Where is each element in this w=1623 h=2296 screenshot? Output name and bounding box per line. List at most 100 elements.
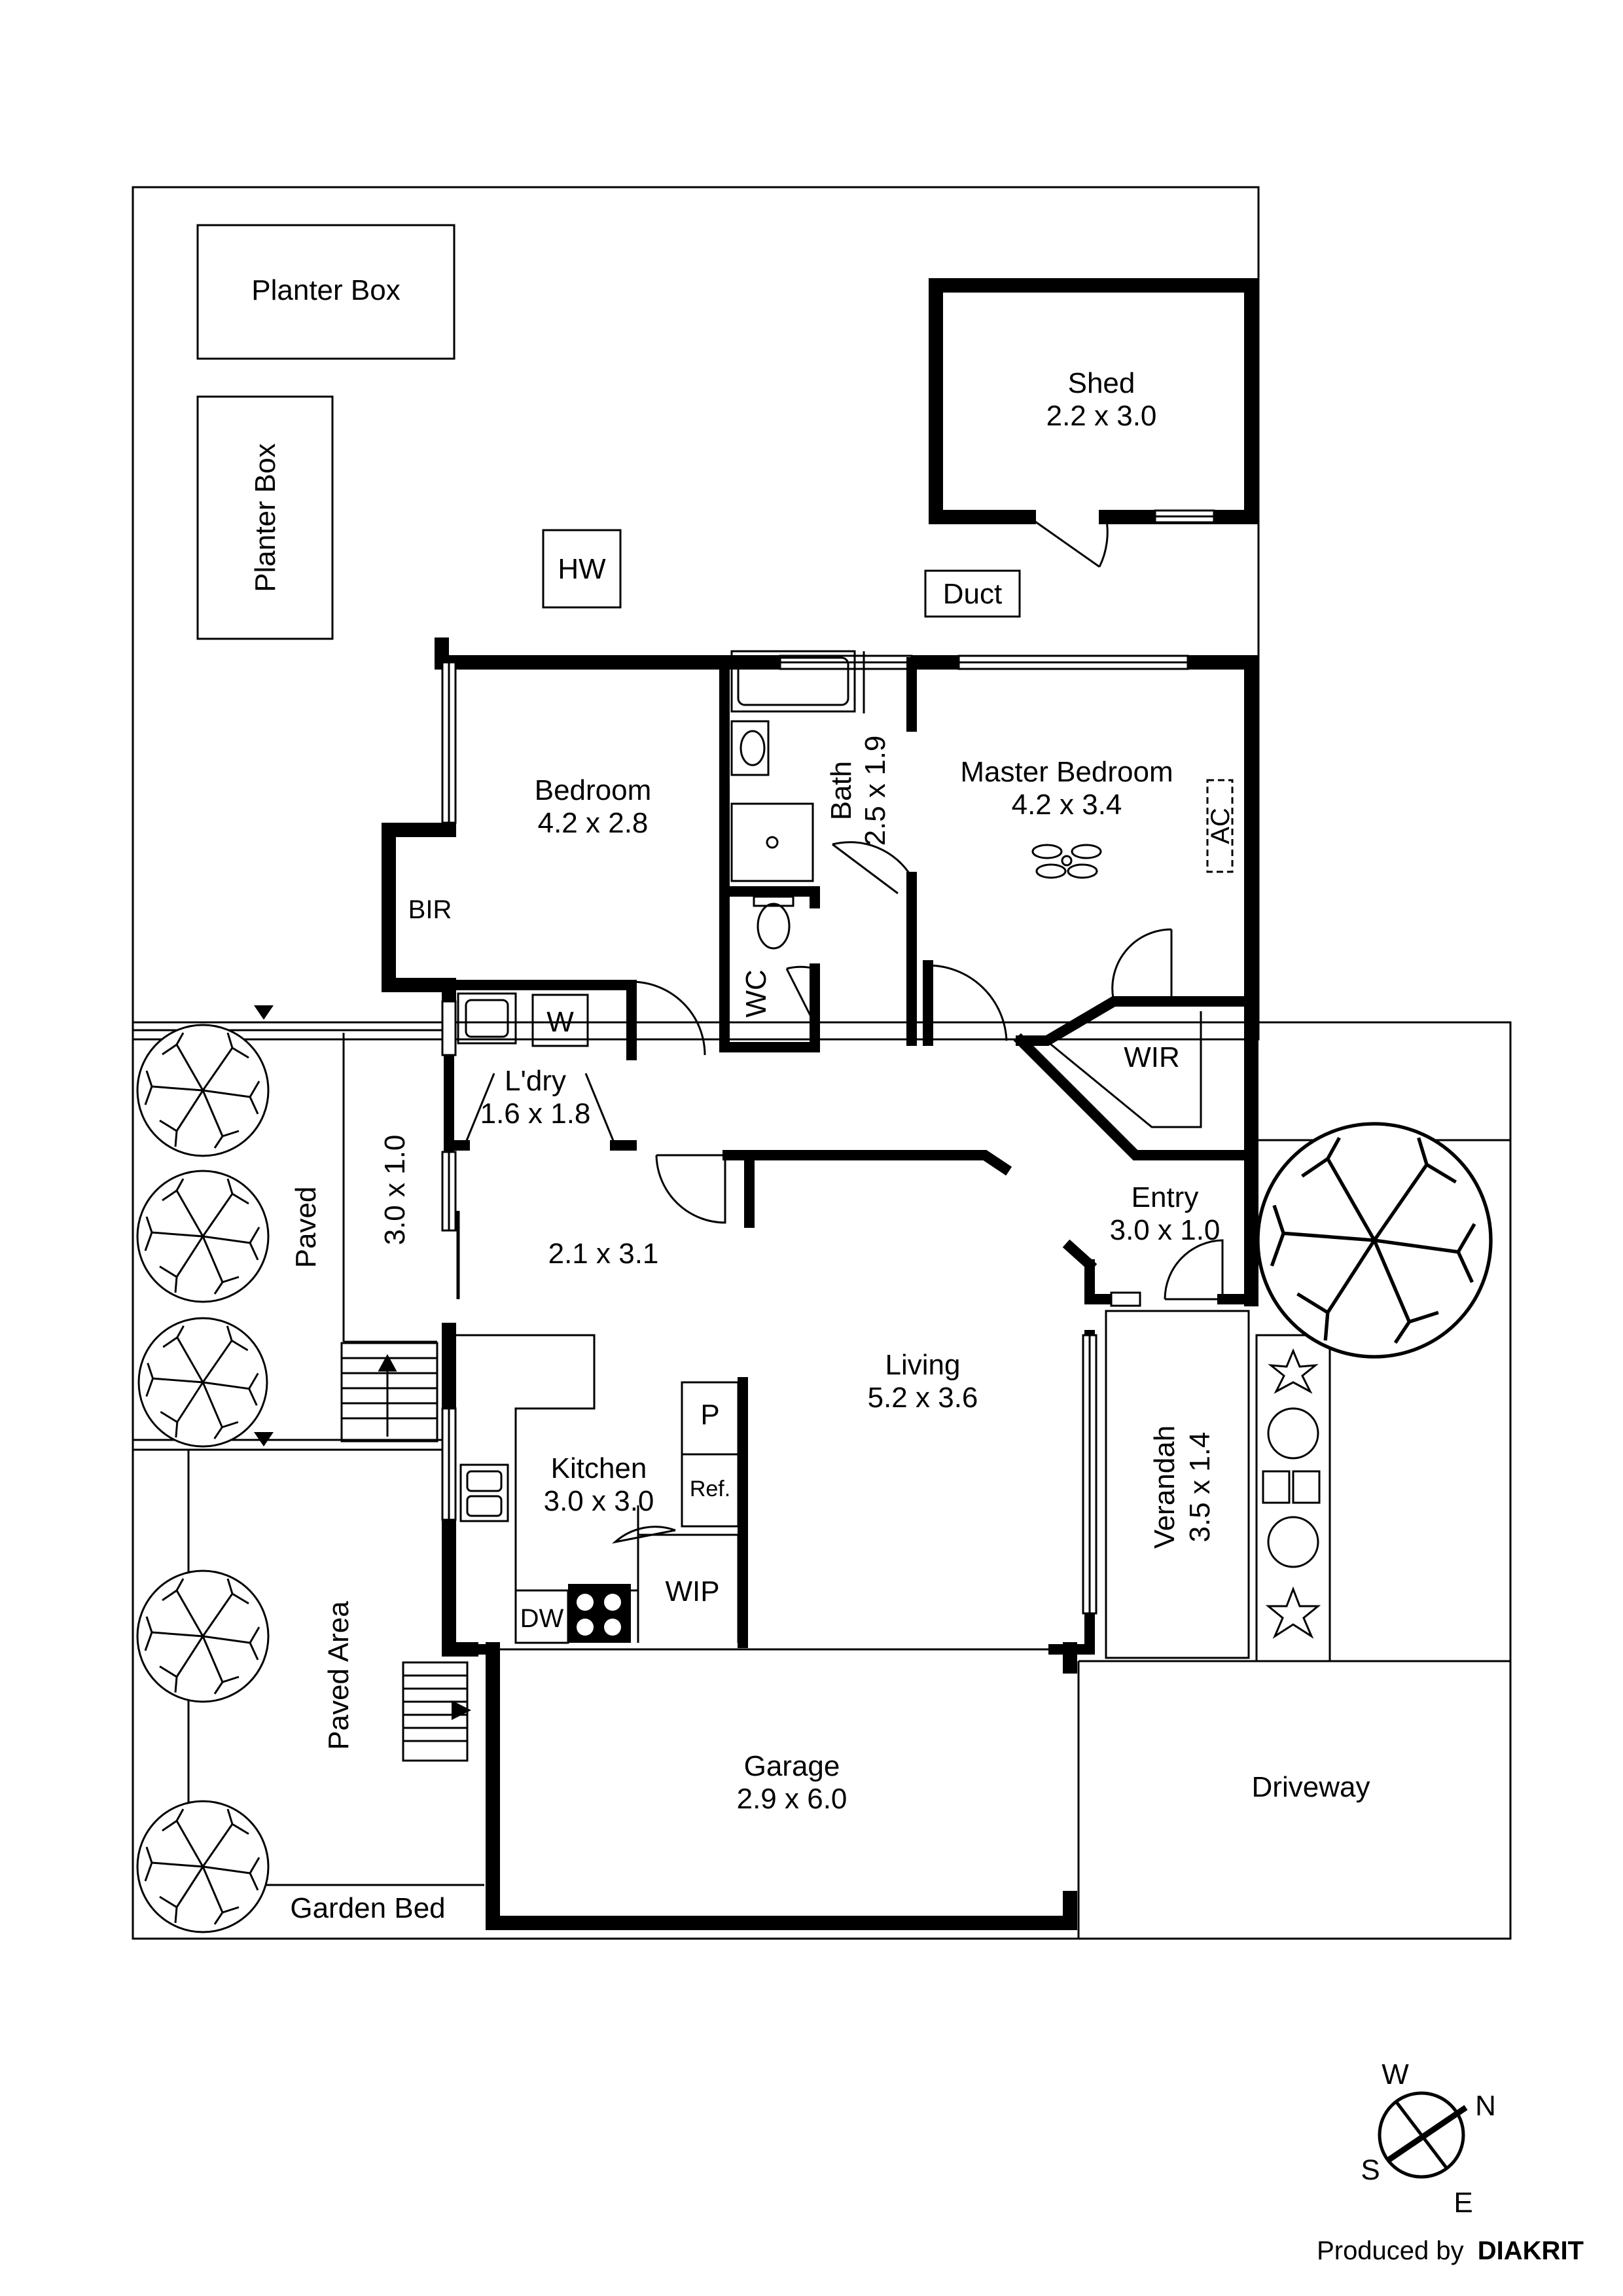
tree-1 xyxy=(136,1024,270,1157)
pantry-label: P xyxy=(700,1399,719,1431)
garage-side-steps-treads xyxy=(403,1674,467,1742)
master-bedroom-name: Master Bedroom xyxy=(960,756,1173,788)
w-label: W xyxy=(546,1006,574,1038)
kitchen-name: Kitchen xyxy=(551,1452,647,1484)
door-wir xyxy=(1111,928,1173,1002)
hot-water-unit xyxy=(542,529,622,609)
master-wir-wall xyxy=(923,960,1257,1046)
kitchen-sink xyxy=(459,1463,509,1522)
planter-box-2-label: Planter Box xyxy=(249,443,281,592)
tree-5 xyxy=(136,1800,270,1933)
planter-box-1-label: Planter Box xyxy=(251,274,400,306)
hw-label: HW xyxy=(558,553,606,585)
kitchen-size: 3.0 x 3.0 xyxy=(544,1485,654,1517)
laundry-tub xyxy=(457,992,517,1045)
garage-entry-arrow xyxy=(452,1700,471,1720)
fridge-space xyxy=(681,1453,740,1528)
compass-s: S xyxy=(1361,2154,1380,2186)
side-path-outline xyxy=(342,1033,437,1343)
basin xyxy=(740,730,766,766)
credit-brand: DIAKRIT xyxy=(1478,2236,1584,2265)
dw-label: DW xyxy=(520,1604,564,1633)
bathtub-inner xyxy=(737,656,849,706)
verandah-plant-4 xyxy=(1265,1586,1321,1639)
driveway-label: Driveway xyxy=(1252,1771,1370,1803)
cooktop-burner-4 xyxy=(604,1619,621,1636)
duct xyxy=(924,569,1021,618)
kitchen-sink-bowl-2 xyxy=(466,1495,503,1517)
wir-inner xyxy=(1050,1011,1202,1128)
vanity xyxy=(730,720,770,776)
paved-label: Paved xyxy=(290,1187,322,1268)
side-stairs xyxy=(340,1342,438,1443)
wir-diagonal-wall xyxy=(1013,1033,1257,1160)
door-bath xyxy=(832,841,913,895)
verandah-plant-2 xyxy=(1267,1407,1319,1460)
window-left-laundry xyxy=(441,1000,457,1056)
verandah-outline xyxy=(1105,1310,1250,1659)
verandah-size: 3.5 x 1.4 xyxy=(1184,1432,1216,1543)
cooktop-burner-2 xyxy=(604,1594,621,1611)
door-bedroom xyxy=(630,980,706,1056)
verandah-pot-1 xyxy=(1262,1470,1291,1504)
door-entry xyxy=(1164,1239,1224,1300)
verandah-planter xyxy=(1255,1334,1331,1662)
cooktop-burner-3 xyxy=(577,1619,594,1636)
tree-3 xyxy=(137,1317,268,1448)
living-name: Living xyxy=(885,1349,961,1381)
shower xyxy=(730,802,814,882)
laundry-size: 1.6 x 1.8 xyxy=(480,1098,591,1130)
produced-by-credit: Produced by DIAKRIT xyxy=(1317,2236,1584,2265)
door-meals xyxy=(655,1154,726,1224)
laundry-tub-inner xyxy=(465,999,509,1038)
side-path-size: 3.0 x 1.0 xyxy=(379,1135,411,1246)
garden-bed-label: Garden Bed xyxy=(290,1892,445,1924)
verandah-plant-1 xyxy=(1268,1348,1319,1394)
cooktop xyxy=(568,1584,631,1643)
side-stairs-arrow xyxy=(378,1354,397,1437)
verandah-name: Verandah xyxy=(1149,1426,1181,1549)
laundry-name: L'dry xyxy=(505,1065,566,1097)
compass-e: E xyxy=(1454,2187,1472,2219)
entry-size: 3.0 x 1.0 xyxy=(1110,1214,1221,1246)
wc-label: WC xyxy=(740,969,772,1017)
door-wc xyxy=(785,965,816,1025)
bedroom-name: Bedroom xyxy=(535,774,652,806)
shed-size: 2.2 x 3.0 xyxy=(1046,400,1157,432)
living-size: 5.2 x 3.6 xyxy=(868,1382,978,1414)
tree-2 xyxy=(136,1170,270,1303)
wip-walls xyxy=(638,1534,740,1643)
planter-box-1 xyxy=(196,224,455,360)
compass-w: W xyxy=(1382,2058,1409,2090)
wip-label: WIP xyxy=(665,1575,719,1607)
ac-label: AC xyxy=(1206,808,1235,844)
living-partition xyxy=(722,1150,1012,1176)
bedroom-size: 4.2 x 2.8 xyxy=(538,807,649,839)
air-conditioner xyxy=(1206,779,1234,873)
paved-area-label: Paved Area xyxy=(323,1601,355,1750)
shower-drain xyxy=(766,836,779,849)
kitchen-sink-bowl-1 xyxy=(466,1470,503,1492)
garage-size: 2.9 x 6.0 xyxy=(737,1783,847,1815)
bathtub xyxy=(730,650,856,713)
master-bedroom-size: 4.2 x 3.4 xyxy=(1012,789,1122,821)
bath-wc-wall xyxy=(719,886,820,908)
fence-marker-top xyxy=(254,1005,274,1020)
compass-needle xyxy=(1387,2105,1468,2162)
bath-size: 2.5 x 1.9 xyxy=(859,736,891,846)
garage-name: Garage xyxy=(744,1750,840,1782)
compass-ring xyxy=(1378,2091,1465,2179)
house-outer-wall-top xyxy=(435,637,1258,1306)
toilet-cistern xyxy=(753,895,794,907)
credit-prefix: Produced by xyxy=(1317,2236,1464,2265)
compass-n: N xyxy=(1475,2090,1496,2122)
toilet-bowl xyxy=(757,903,791,950)
shed-door xyxy=(1028,516,1109,568)
verandah-plant-3 xyxy=(1267,1516,1319,1568)
shed-name: Shed xyxy=(1068,367,1135,399)
door-laundry xyxy=(463,1073,616,1146)
tree-4 xyxy=(136,1570,270,1703)
duct-label: Duct xyxy=(943,578,1002,610)
cooktop-burner-1 xyxy=(577,1594,594,1611)
